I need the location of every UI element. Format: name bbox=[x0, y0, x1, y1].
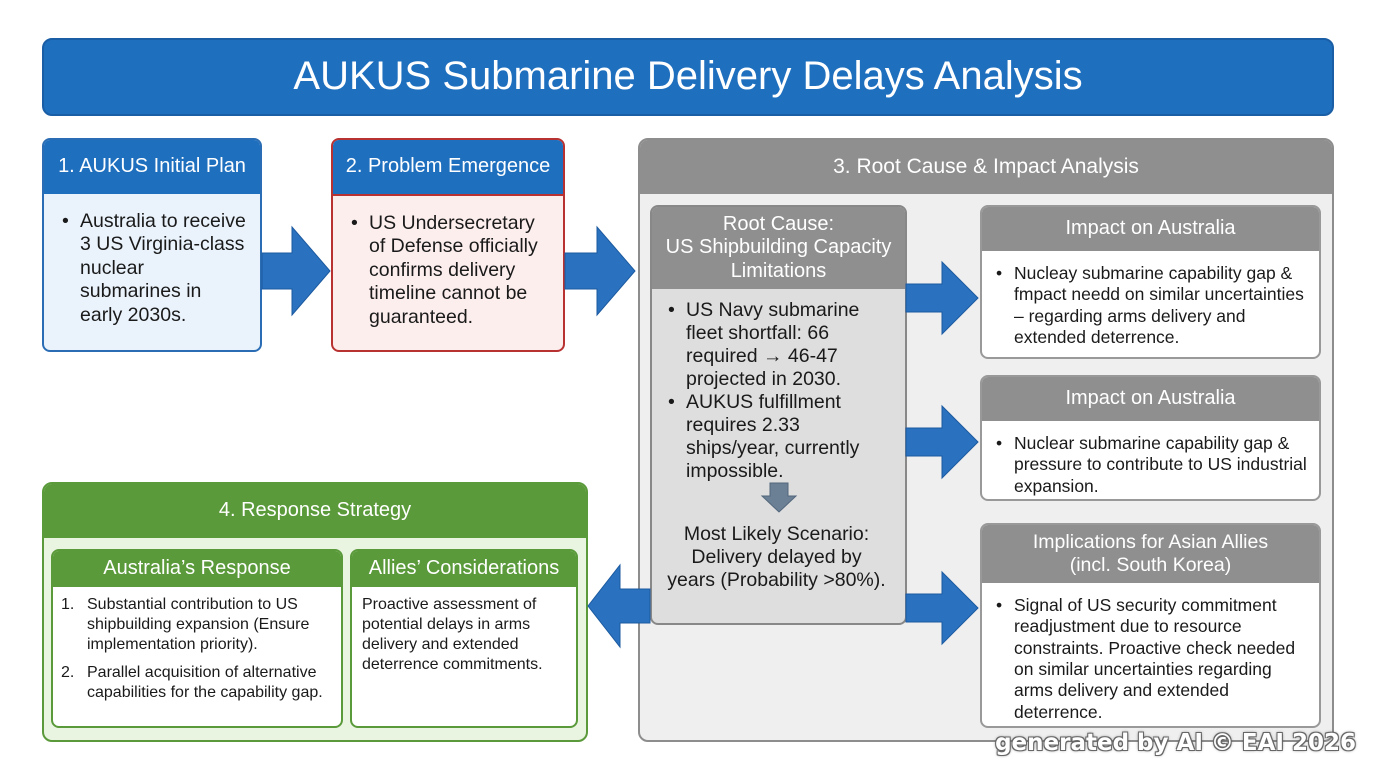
impact-box-asian-allies: Implications for Asian Allies (incl. Sou… bbox=[980, 523, 1321, 728]
step1-header: 1. AUKUS Initial Plan bbox=[44, 140, 260, 194]
root-cause-box: Root Cause: US Shipbuilding Capacity Lim… bbox=[650, 205, 907, 625]
arrow-down-icon bbox=[760, 482, 798, 513]
impact-box-australia-2: Impact on Australia Nuclear submarine ca… bbox=[980, 375, 1321, 501]
arrow-right-icon bbox=[564, 225, 636, 317]
impact3-bullet: Signal of US security commitment readjus… bbox=[994, 595, 1307, 723]
arrow-right-icon bbox=[905, 404, 979, 480]
impact3-header-line1: Implications for Asian Allies bbox=[1032, 531, 1269, 553]
arrow-right-icon bbox=[905, 570, 979, 646]
step2-problem-emergence-box: 2. Problem Emergence US Undersecretary o… bbox=[331, 138, 565, 352]
impact1-bullet: Nucleay submarine capability gap & fmpac… bbox=[994, 263, 1307, 348]
arrow-right-icon bbox=[261, 225, 331, 317]
page-title: AUKUS Submarine Delivery Delays Analysis bbox=[293, 54, 1083, 99]
title-bar: AUKUS Submarine Delivery Delays Analysis bbox=[42, 38, 1334, 116]
impact2-header: Impact on Australia bbox=[982, 377, 1319, 421]
step1-bullet: Australia to receive 3 US Virginia-class… bbox=[60, 210, 246, 327]
allies-considerations-text: Proactive assessment of potential delays… bbox=[362, 596, 543, 673]
root-cause-bullet-shortfall: US Navy submarine fleet shortfall: 66 re… bbox=[666, 299, 895, 391]
root-cause-header-line2: US Shipbuilding Capacity Limitations bbox=[665, 236, 892, 282]
impact-box-australia-1: Impact on Australia Nucleay submarine ca… bbox=[980, 205, 1321, 359]
most-likely-scenario: Most Likely Scenario: Delivery delayed b… bbox=[667, 523, 886, 591]
step3-header: 3. Root Cause & Impact Analysis bbox=[640, 140, 1332, 194]
arrow-right-icon bbox=[905, 260, 979, 336]
allies-considerations-header: Allies’ Considerations bbox=[352, 551, 576, 587]
allies-considerations-box: Allies’ Considerations Proactive assessm… bbox=[350, 549, 578, 728]
root-cause-header-line1: Root Cause: bbox=[722, 212, 835, 235]
watermark: generated by AI © EAI 2026 bbox=[995, 730, 1356, 756]
australia-response-box: Australia’s Response 1. Substantial cont… bbox=[51, 549, 343, 728]
step4-header: 4. Response Strategy bbox=[44, 484, 586, 538]
step1-initial-plan-box: 1. AUKUS Initial Plan Australia to recei… bbox=[42, 138, 262, 352]
australia-response-item-2: 2. Parallel acquisition of alternative c… bbox=[61, 664, 323, 701]
root-cause-header: Root Cause: US Shipbuilding Capacity Lim… bbox=[652, 207, 905, 289]
australia-response-item-1: 1. Substantial contribution to US shipbu… bbox=[61, 596, 310, 653]
impact3-header: Implications for Asian Allies (incl. Sou… bbox=[982, 525, 1319, 583]
impact3-header-line2: (incl. South Korea) bbox=[1069, 554, 1232, 576]
australia-response-header: Australia’s Response bbox=[53, 551, 341, 587]
impact1-header: Impact on Australia bbox=[982, 207, 1319, 251]
step2-header: 2. Problem Emergence bbox=[333, 140, 563, 196]
arrow-left-icon bbox=[587, 563, 651, 649]
step2-bullet: US Undersecretary of Defense officially … bbox=[349, 212, 551, 329]
impact2-bullet: Nuclear submarine capability gap & press… bbox=[994, 433, 1307, 497]
root-cause-bullet-fulfillment: AUKUS fulfillment requires 2.33 ships/ye… bbox=[666, 391, 895, 483]
